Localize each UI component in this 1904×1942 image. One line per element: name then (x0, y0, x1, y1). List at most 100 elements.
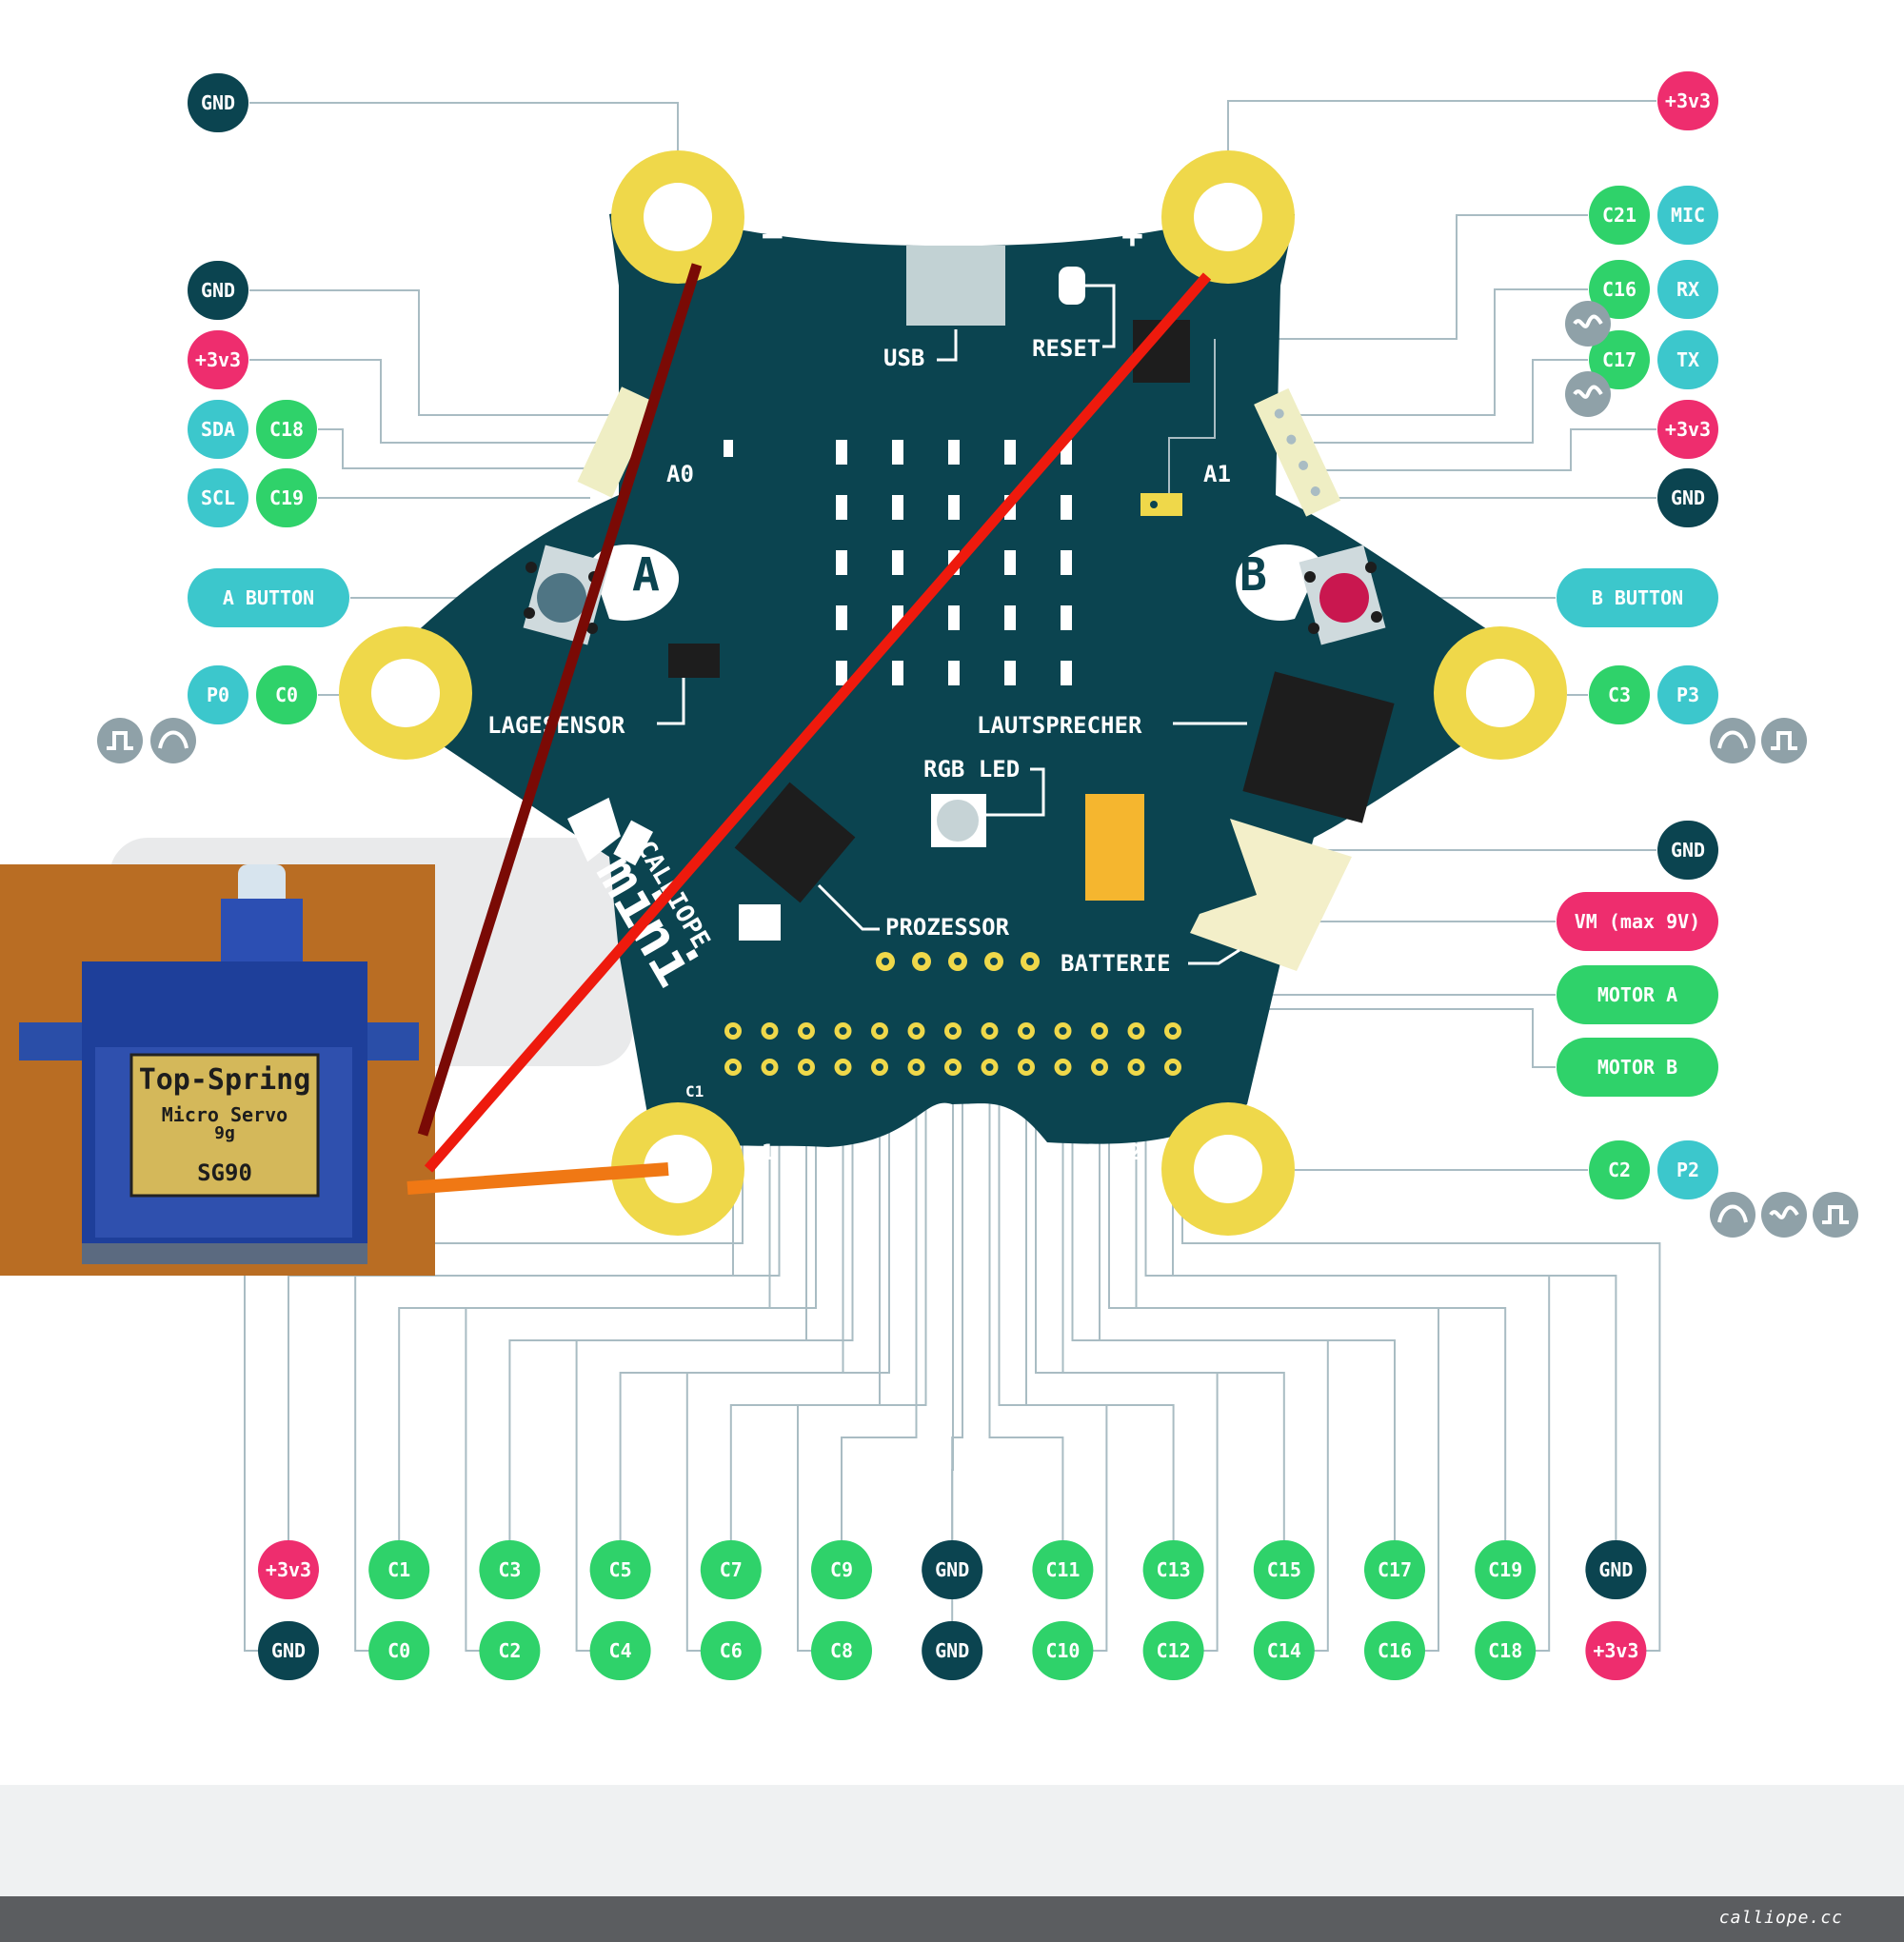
pad-2[interactable] (1161, 1102, 1295, 1236)
reset-button[interactable] (1059, 267, 1085, 305)
right-pin-b-button-text: B BUTTON (1592, 586, 1683, 609)
left-pin-gnd-1-shape (188, 261, 248, 320)
bottom-top-pin-c13-8[interactable]: C13 (1142, 1540, 1204, 1599)
right-pin-c2-shape (1589, 1140, 1650, 1199)
pad-plus[interactable] (1161, 150, 1295, 284)
bottom-top-pin-c15-9[interactable]: C15 (1253, 1540, 1315, 1599)
bottom-top-pin-c11-7[interactable]: C11 (1032, 1540, 1094, 1599)
button-a[interactable]: A (523, 544, 680, 645)
left-pin-gnd-1[interactable]: GND (188, 261, 248, 320)
bottom-top-pin-gnd-6[interactable]: GND (922, 1540, 983, 1599)
left-pin-gnd-0-text: GND (201, 91, 235, 114)
left-pin-c19[interactable]: C19 (256, 468, 317, 527)
bottom-top-pin-c3-2[interactable]: C3 (479, 1540, 541, 1599)
bottom-top-pin-3v3-0[interactable]: +3v3 (258, 1540, 319, 1599)
right-pin-c2[interactable]: C2 (1589, 1140, 1650, 1199)
right-pin-p2-12-shape (1657, 1140, 1718, 1199)
bottom-top-pin-3v3-0-shape (258, 1540, 319, 1599)
right-pin-rx-2[interactable]: RX (1657, 260, 1718, 319)
bottom-bottom-pin-gnd-0[interactable]: GND (258, 1621, 319, 1680)
bottom-bottom-pin-c18-11[interactable]: C18 (1475, 1621, 1537, 1680)
bottom-bottom-pin-c12-8[interactable]: C12 (1142, 1621, 1204, 1680)
bottom-bottom-pin-c0-1[interactable]: C0 (368, 1621, 430, 1680)
p3-analog-icon (1710, 718, 1755, 763)
bottom-band (0, 1785, 1904, 1896)
left-pin-c0[interactable]: C0 (256, 665, 317, 724)
right-pin-c21[interactable]: C21 (1589, 186, 1650, 245)
right-pin-mic-1[interactable]: MIC (1657, 186, 1718, 245)
led-3-2 (948, 605, 960, 630)
right-pin-3v3-0-shape (1657, 71, 1718, 130)
label-prozessor: PROZESSOR (885, 914, 1010, 941)
label-plus: + (1121, 214, 1143, 256)
left-trace-2 (249, 359, 609, 444)
pad-minus[interactable] (611, 150, 744, 284)
bottom-top-pin-c1-1[interactable]: C1 (368, 1540, 430, 1599)
right-pin-p3-7[interactable]: P3 (1657, 665, 1718, 724)
bottom-bottom-pin-c14-9[interactable]: C14 (1253, 1621, 1315, 1680)
right-pin-b-button[interactable]: B BUTTON (1557, 568, 1718, 627)
p2-analog-icon-bg (1710, 1192, 1755, 1238)
right-pin-motor-b-text: MOTOR B (1597, 1056, 1677, 1079)
bottom-bottom-pin-c8-5-shape (811, 1621, 872, 1680)
bottom-bottom-pin-3v3-12[interactable]: +3v3 (1585, 1621, 1647, 1680)
right-pin-gnd-5-shape (1657, 468, 1718, 527)
left-pin-sda-3[interactable]: SDA (188, 400, 248, 459)
bottom-bottom-pin-c10-7-shape (1032, 1621, 1094, 1680)
bottom-bottom-pin-c4-3[interactable]: C4 (589, 1621, 651, 1680)
bottom-top-pin-c7-4[interactable]: C7 (700, 1540, 762, 1599)
pad-0[interactable] (339, 626, 472, 760)
right-pin-motor-a[interactable]: MOTOR A (1557, 965, 1718, 1024)
left-pin-3v3-2[interactable]: +3v3 (188, 330, 248, 389)
edge-pin-top-hole-6 (949, 1027, 957, 1035)
right-pin-3v3-0[interactable]: +3v3 (1657, 71, 1718, 130)
right-pin-c3[interactable]: C3 (1589, 665, 1650, 724)
bottom-top-pin-c3-2-text: C3 (498, 1558, 521, 1581)
left-pin-sda-3-text: SDA (201, 418, 235, 441)
p3-digital-icon (1761, 718, 1807, 763)
bottom-top-trace-5 (841, 1067, 918, 1570)
bottom-top-pin-c17-10[interactable]: C17 (1364, 1540, 1425, 1599)
right-pin-motor-b[interactable]: MOTOR B (1557, 1038, 1718, 1097)
left-pin-scl-4[interactable]: SCL (188, 468, 248, 527)
bottom-bottom-pin-c6-4[interactable]: C6 (700, 1621, 762, 1680)
pad-1[interactable] (611, 1102, 744, 1236)
right-pin-vm-max-9v[interactable]: VM (max 9V) (1557, 892, 1718, 951)
right-pin-c3-text: C3 (1608, 684, 1631, 706)
right-pin-motor-a-shape (1557, 965, 1718, 1024)
bottom-bottom-pin-c10-7[interactable]: C10 (1032, 1621, 1094, 1680)
right-pin-c17[interactable]: C17 (1589, 330, 1650, 389)
pad-3[interactable] (1434, 626, 1567, 760)
left-pin-a-button[interactable]: A BUTTON (188, 568, 349, 627)
button-b[interactable]: B (1236, 544, 1386, 645)
left-pin-gnd-0[interactable]: GND (188, 73, 248, 132)
bottom-bottom-pin-gnd-6[interactable]: GND (922, 1621, 983, 1680)
left-pin-p0-6[interactable]: P0 (188, 665, 248, 724)
right-pin-c16[interactable]: C16 (1589, 260, 1650, 319)
left-pin-c18[interactable]: C18 (256, 400, 317, 459)
right-pin-gnd-5[interactable]: GND (1657, 468, 1718, 527)
edge-pin-bottom-hole-9 (1059, 1063, 1067, 1071)
left-pin-gnd-0-shape (188, 73, 248, 132)
right-pin-3v3-4[interactable]: +3v3 (1657, 400, 1718, 459)
right-pin-p3-7-text: P3 (1676, 684, 1699, 706)
bottom-top-pin-c5-3[interactable]: C5 (589, 1540, 651, 1599)
right-pin-p2-12[interactable]: P2 (1657, 1140, 1718, 1199)
edge-pin-bottom-hole-1 (765, 1063, 774, 1071)
bottom-top-pin-c9-5[interactable]: C9 (811, 1540, 872, 1599)
usb-leader (937, 329, 958, 362)
calliope-logo-mark (567, 797, 654, 866)
led-0-1 (892, 440, 903, 465)
bottom-bottom-pin-c16-10[interactable]: C16 (1364, 1621, 1425, 1680)
right-pin-gnd-8[interactable]: GND (1657, 821, 1718, 880)
left-pin-gnd-1-text: GND (201, 279, 235, 302)
bottom-top-pin-gnd-12[interactable]: GND (1585, 1540, 1647, 1599)
edge-pin-top-hole-2 (803, 1027, 810, 1035)
bottom-top-pin-c19-11[interactable]: C19 (1475, 1540, 1537, 1599)
bottom-top-pin-gnd-12-text: GND (1598, 1558, 1633, 1581)
bottom-bottom-pin-c8-5[interactable]: C8 (811, 1621, 872, 1680)
right-pin-tx-3[interactable]: TX (1657, 330, 1718, 389)
bottom-bottom-pin-c2-2[interactable]: C2 (479, 1621, 541, 1680)
left-pin-c0-text: C0 (275, 684, 298, 706)
